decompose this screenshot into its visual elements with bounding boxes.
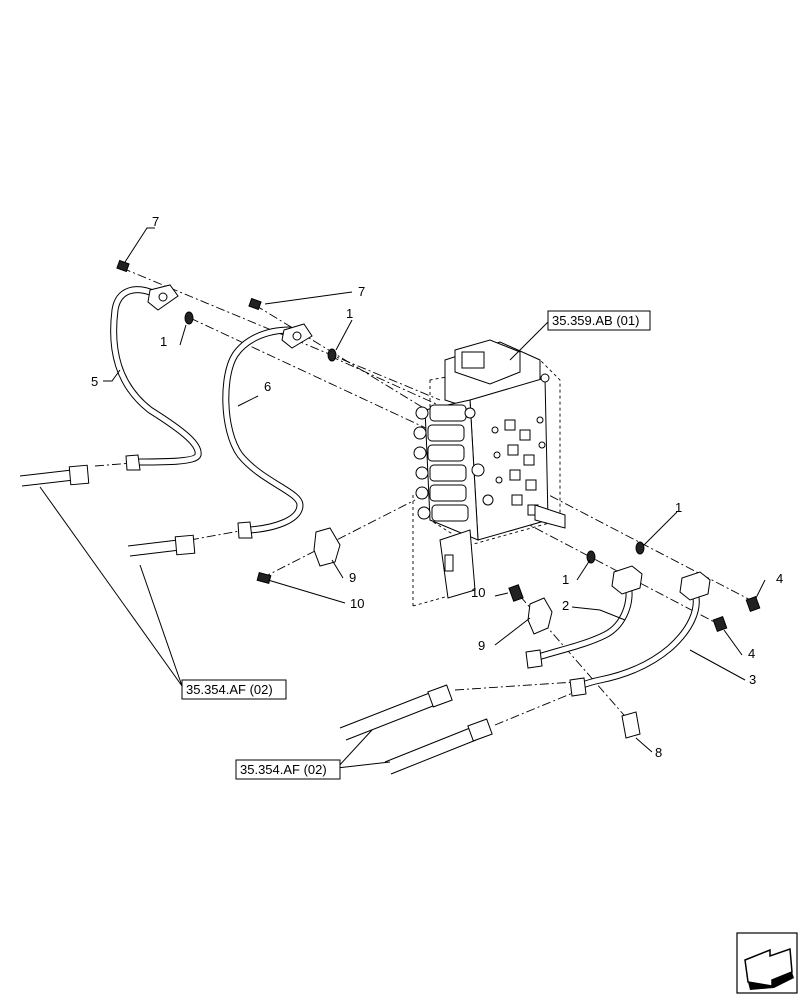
- leader-lines: [39, 227, 766, 769]
- direction-arrow-icon[interactable]: [736, 932, 798, 994]
- ref-valve-text: 35.359.AB (01): [552, 313, 639, 328]
- callout-4-top: 4: [776, 571, 783, 586]
- pipe-2: [525, 565, 643, 669]
- callout-labels: 7 7 1 1 5 6 9 10 1 1 2 4 4 10 9 3 8: [91, 214, 783, 760]
- o-ring-1-right-low: [586, 550, 596, 564]
- clamp-8: [621, 711, 641, 739]
- ref-hose-upper-text: 35.354.AF (02): [186, 682, 273, 697]
- callout-5: 5: [91, 374, 98, 389]
- bolt-7-top: [116, 259, 130, 273]
- callout-2: 2: [562, 598, 569, 613]
- center-lines: [94, 267, 761, 726]
- o-ring-1-mid: [327, 348, 337, 362]
- ref-box-hose-upper[interactable]: 35.354.AF (02): [181, 679, 287, 700]
- ref-hose-lower-text: 35.354.AF (02): [240, 762, 327, 777]
- callout-3: 3: [749, 672, 756, 687]
- pipe-6-nut: [237, 521, 253, 539]
- callout-6: 6: [264, 379, 271, 394]
- o-ring-1-left: [184, 311, 194, 325]
- callout-1-right-top: 1: [675, 500, 682, 515]
- ref-box-valve[interactable]: 35.359.AB (01): [547, 310, 651, 331]
- callout-9-left: 9: [349, 570, 356, 585]
- pipe-3-flange: [679, 571, 711, 601]
- bolt-10-left: [256, 571, 272, 585]
- pipe-5-nut: [125, 454, 141, 471]
- callout-7-top: 7: [152, 214, 159, 229]
- bolt-4-low: [712, 616, 728, 632]
- callout-10-mid: 10: [471, 585, 485, 600]
- valve-spools: [413, 404, 494, 522]
- callout-4-low: 4: [748, 646, 755, 661]
- callout-8: 8: [655, 745, 662, 760]
- callout-10-left: 10: [350, 596, 364, 611]
- control-valve-block: [413, 339, 566, 599]
- callout-7-mid: 7: [358, 284, 365, 299]
- clamp-9-mid: [527, 597, 553, 635]
- callout-1-mid: 1: [346, 306, 353, 321]
- valve-ports: [491, 373, 550, 516]
- callout-1-right-low: 1: [562, 572, 569, 587]
- pipe-3-nut: [569, 677, 587, 697]
- callout-9-mid: 9: [478, 638, 485, 653]
- ref-box-hose-lower[interactable]: 35.354.AF (02): [235, 759, 341, 780]
- o-ring-1-right-top: [635, 541, 645, 555]
- callout-1-left: 1: [160, 334, 167, 349]
- hoses: [19, 464, 493, 775]
- bolt-7-mid: [248, 297, 262, 311]
- clamp-9-left: [313, 527, 341, 567]
- pipe-3: [569, 571, 711, 697]
- bolt-4-top: [745, 596, 761, 612]
- pipe-2-flange: [611, 565, 643, 595]
- pipe-6: [222, 323, 313, 539]
- pipe-2-nut: [525, 649, 543, 669]
- pipe-5: [110, 284, 202, 471]
- bolt-10-mid: [508, 584, 524, 602]
